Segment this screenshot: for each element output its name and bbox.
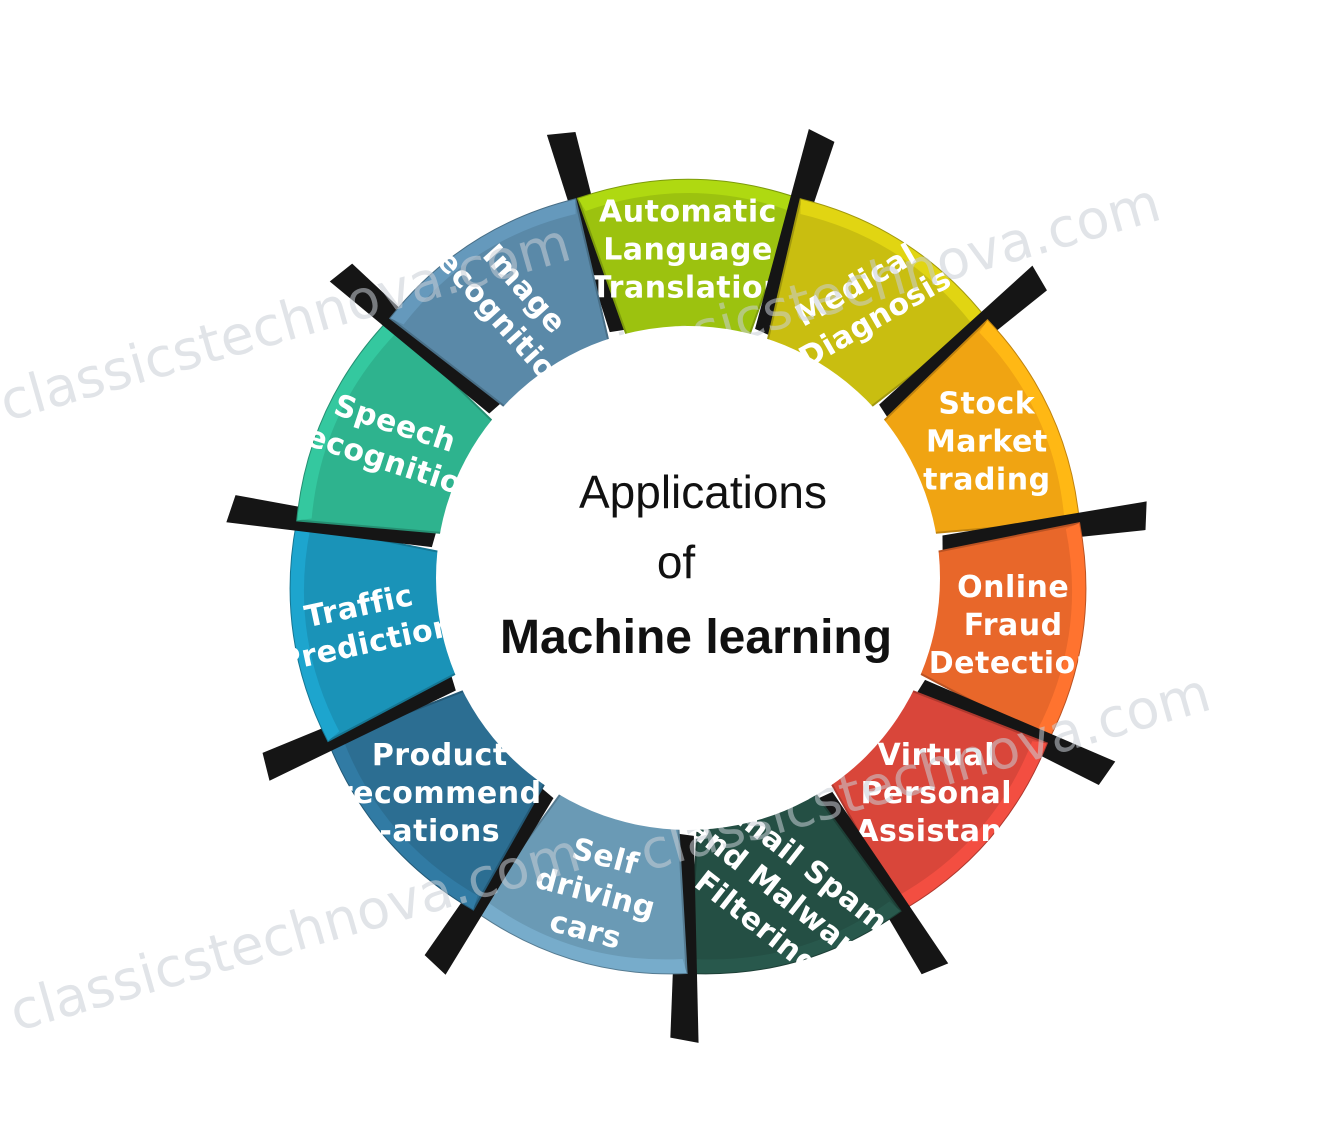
segment-bevel-4 [898, 741, 1047, 910]
center-disc [436, 326, 940, 830]
segment-label-line: Language [603, 233, 773, 268]
segment-label-line: Market [926, 425, 1048, 460]
segment-bevel-9 [297, 320, 397, 521]
center-title-line-2: of [657, 536, 696, 588]
segment-5: Email Spamand MalwareFiltering [682, 787, 949, 983]
segment-label-line: Detection [929, 646, 1098, 681]
segment-bevel-10 [390, 199, 576, 325]
segment-1: MedicalDiagnosis [755, 128, 988, 409]
segment-bevel-8 [290, 523, 340, 741]
segment-label-line: -ations [379, 814, 500, 849]
center-title: Applications of Machine learning [500, 466, 892, 664]
segment-side-2 [879, 265, 1047, 418]
segment-label-line: Product [372, 738, 508, 773]
segment-label-line: trading [923, 463, 1050, 498]
segment-label-line: Translation [591, 271, 785, 306]
segment-label-line: Fraud [964, 608, 1063, 643]
segment-label-line: recommend [338, 776, 542, 811]
center-title-line-1: Applications [579, 466, 827, 518]
segment-bevel-0 [578, 179, 798, 211]
segment-label-line: Assistant [855, 814, 1017, 849]
segment-label-line: Virtual [878, 738, 996, 773]
segment-label-line: Online [957, 570, 1069, 605]
segment-bevel-1 [800, 199, 986, 325]
segment-bevel-6 [475, 901, 687, 974]
segment-bevel-2 [979, 320, 1079, 521]
segment-side-3 [942, 501, 1147, 552]
segment-8: TrafficPrediction [262, 521, 459, 781]
segment-side-5 [818, 791, 949, 975]
watermark-text: classicstechnova.com [3, 821, 588, 1044]
segment-bevel-5 [689, 901, 901, 974]
segment-label-line: Stock [938, 387, 1035, 422]
segment-side-8 [262, 675, 456, 781]
segment-label-line: Personal [861, 776, 1012, 811]
segment-bevel-3 [1036, 523, 1086, 741]
center-title-line-3: Machine learning [500, 611, 892, 664]
segment-bevel-7 [329, 741, 478, 910]
segment-label-line: Automatic [599, 195, 777, 230]
segment-side-0 [546, 131, 626, 333]
